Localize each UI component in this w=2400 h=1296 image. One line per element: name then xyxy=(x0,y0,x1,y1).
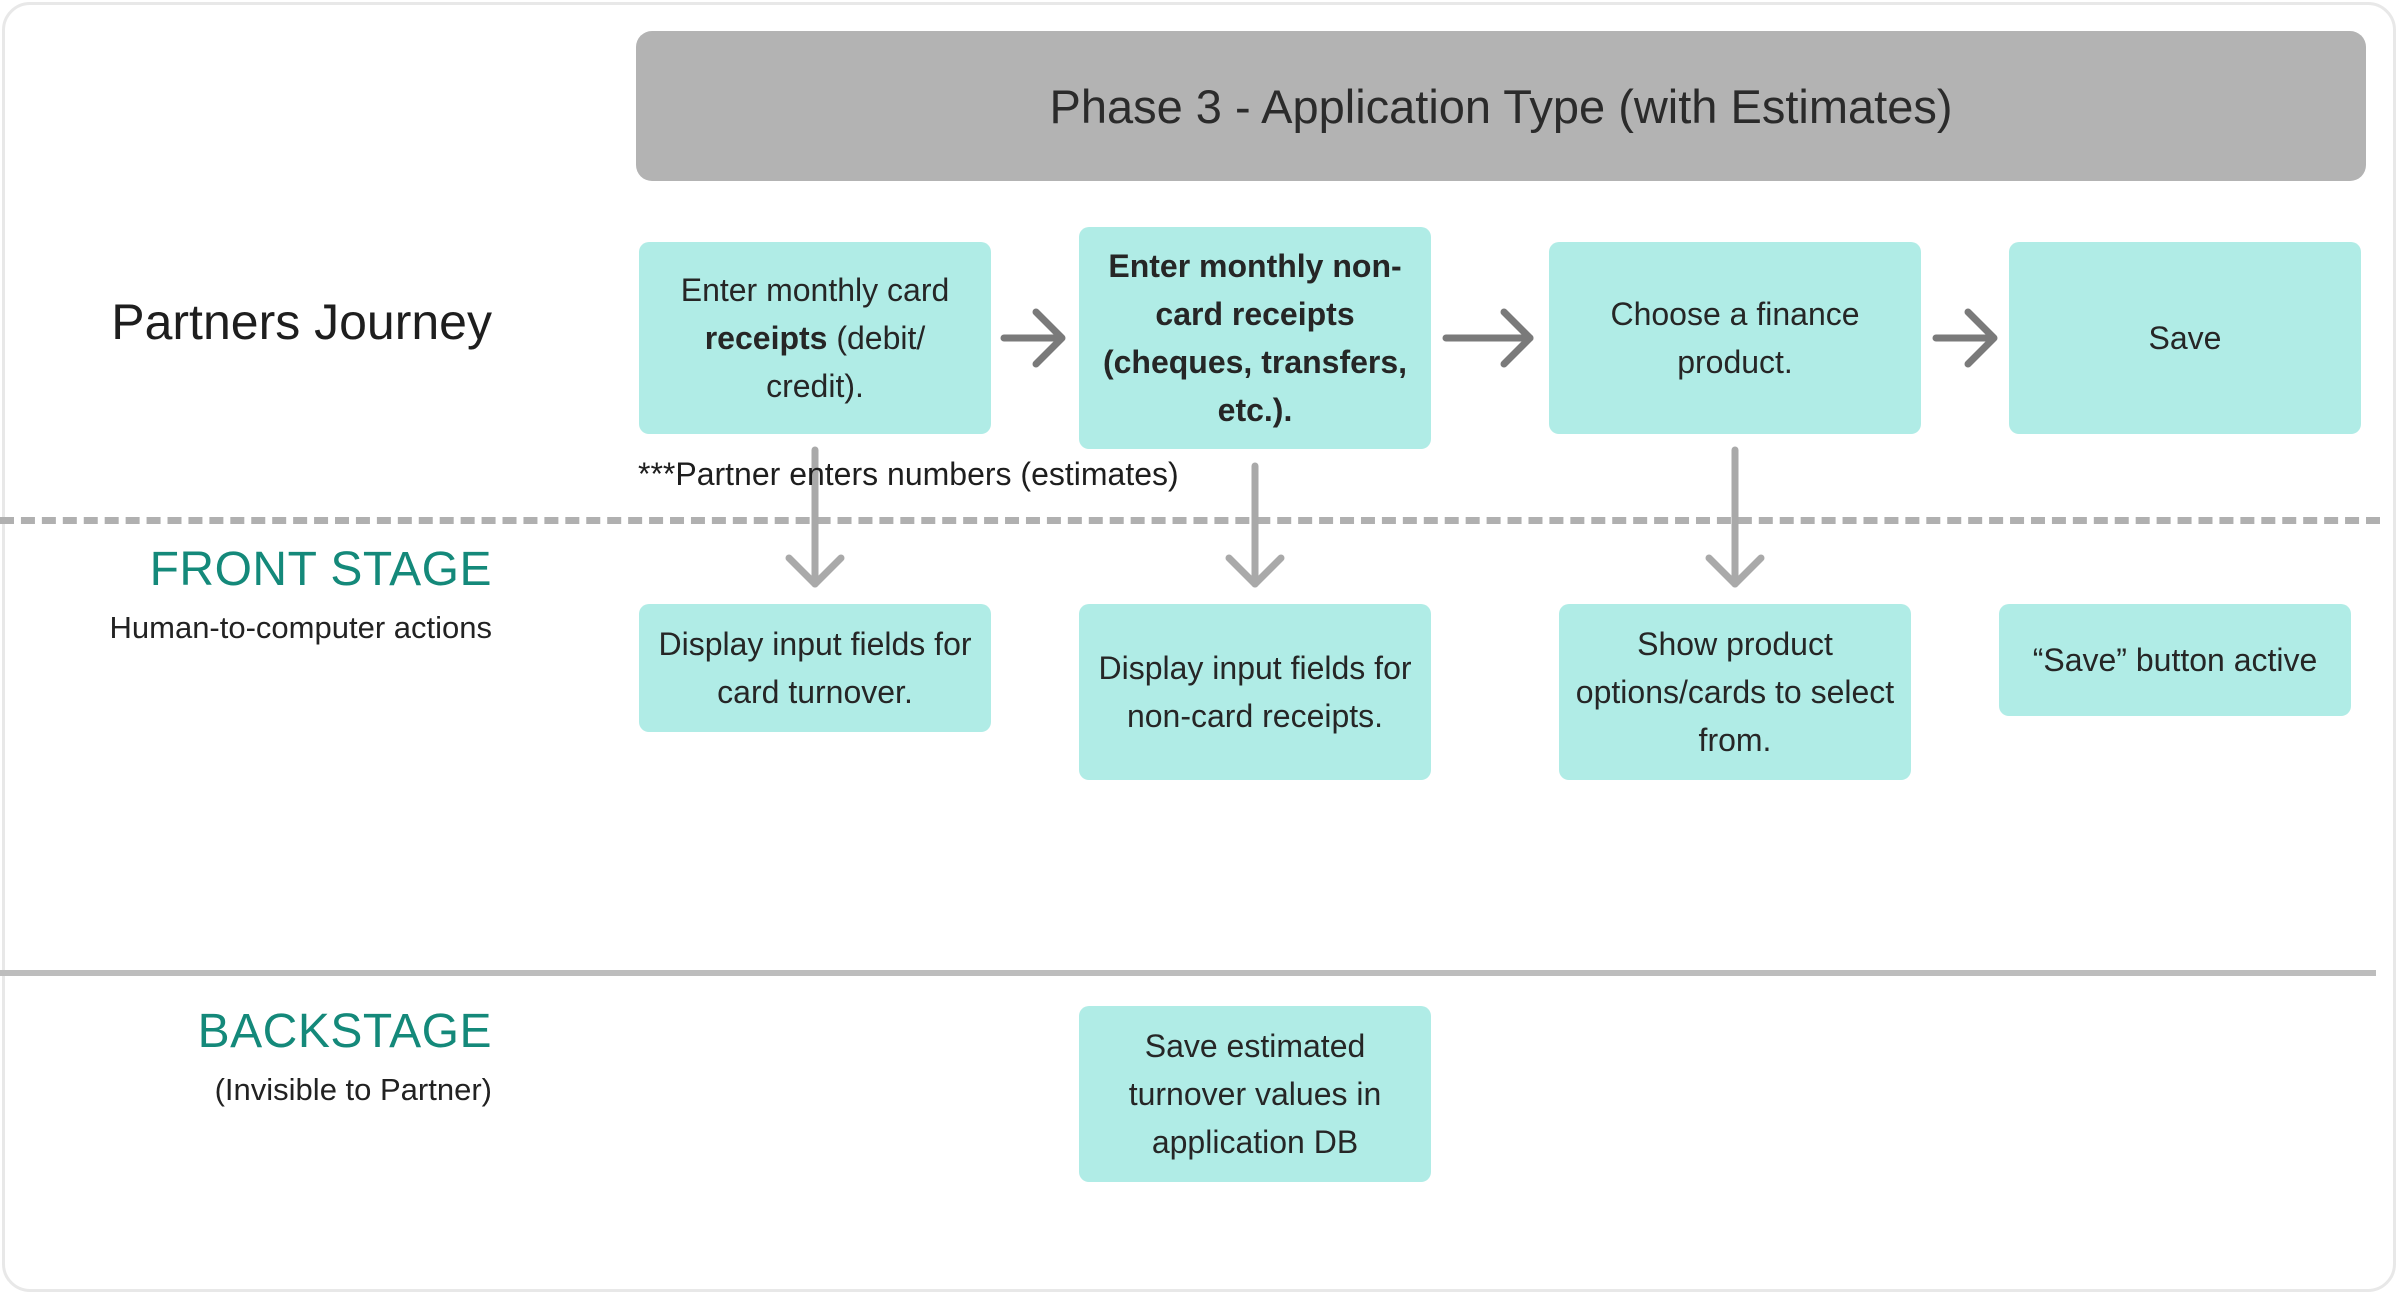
journey-step-noncard-receipts: Enter monthly non-card receipts (cheques… xyxy=(1079,227,1431,449)
line-of-interaction xyxy=(0,517,2380,524)
journey-step-1-bold: receipts xyxy=(704,320,828,356)
arrow-right-icon xyxy=(1442,308,1534,368)
phase-title-bar: Phase 3 - Application Type (with Estimat… xyxy=(636,31,2366,181)
lane-title-partners-journey: Partners Journey xyxy=(111,294,492,350)
front-step-4-text: “Save” button active xyxy=(2032,642,2318,678)
lane-title-front-stage: FRONT STAGE xyxy=(149,543,492,596)
line-of-visibility xyxy=(0,970,2376,976)
journey-step-save: Save xyxy=(2009,242,2361,434)
journey-step-1-pre: Enter monthly card xyxy=(680,272,950,308)
journey-step-2-text: Enter monthly non-card receipts (cheques… xyxy=(1102,248,1408,428)
front-step-1-text: Display input fields for card turnover. xyxy=(658,626,972,710)
back-step-save-estimates: Save estimated turnover values in applic… xyxy=(1079,1006,1431,1182)
journey-step-1-post: (debit/ credit). xyxy=(766,320,926,404)
partner-estimates-note: ***Partner enters numbers (estimates) xyxy=(638,456,1179,492)
journey-step-4-text: Save xyxy=(2148,320,2222,356)
arrow-down-icon xyxy=(1225,462,1285,588)
journey-step-card-receipts: Enter monthly card receipts (debit/ cred… xyxy=(639,242,991,434)
journey-step-choose-product: Choose a finance product. xyxy=(1549,242,1921,434)
front-step-card-input-fields: Display input fields for card turnover. xyxy=(639,604,991,732)
phase-title: Phase 3 - Application Type (with Estimat… xyxy=(1049,79,1953,133)
back-step-1-text: Save estimated turnover values in applic… xyxy=(1128,1028,1382,1160)
arrow-right-icon xyxy=(1000,308,1066,368)
front-step-save-button-active: “Save” button active xyxy=(1999,604,2351,716)
lane-title-backstage: BACKSTAGE xyxy=(197,1005,492,1058)
front-step-2-text: Display input fields for non-card receip… xyxy=(1098,650,1412,734)
front-step-noncard-input-fields: Display input fields for non-card receip… xyxy=(1079,604,1431,780)
arrow-right-icon xyxy=(1932,308,1998,368)
lane-subtitle-front-stage: Human-to-computer actions xyxy=(109,610,493,645)
arrow-down-icon xyxy=(1705,446,1765,588)
journey-step-3-text: Choose a finance product. xyxy=(1610,296,1860,380)
front-step-product-options: Show product options/cards to select fro… xyxy=(1559,604,1911,780)
lane-subtitle-backstage: (Invisible to Partner) xyxy=(214,1072,492,1107)
arrow-down-icon xyxy=(785,446,845,588)
front-step-3-text: Show product options/cards to select fro… xyxy=(1575,626,1895,758)
